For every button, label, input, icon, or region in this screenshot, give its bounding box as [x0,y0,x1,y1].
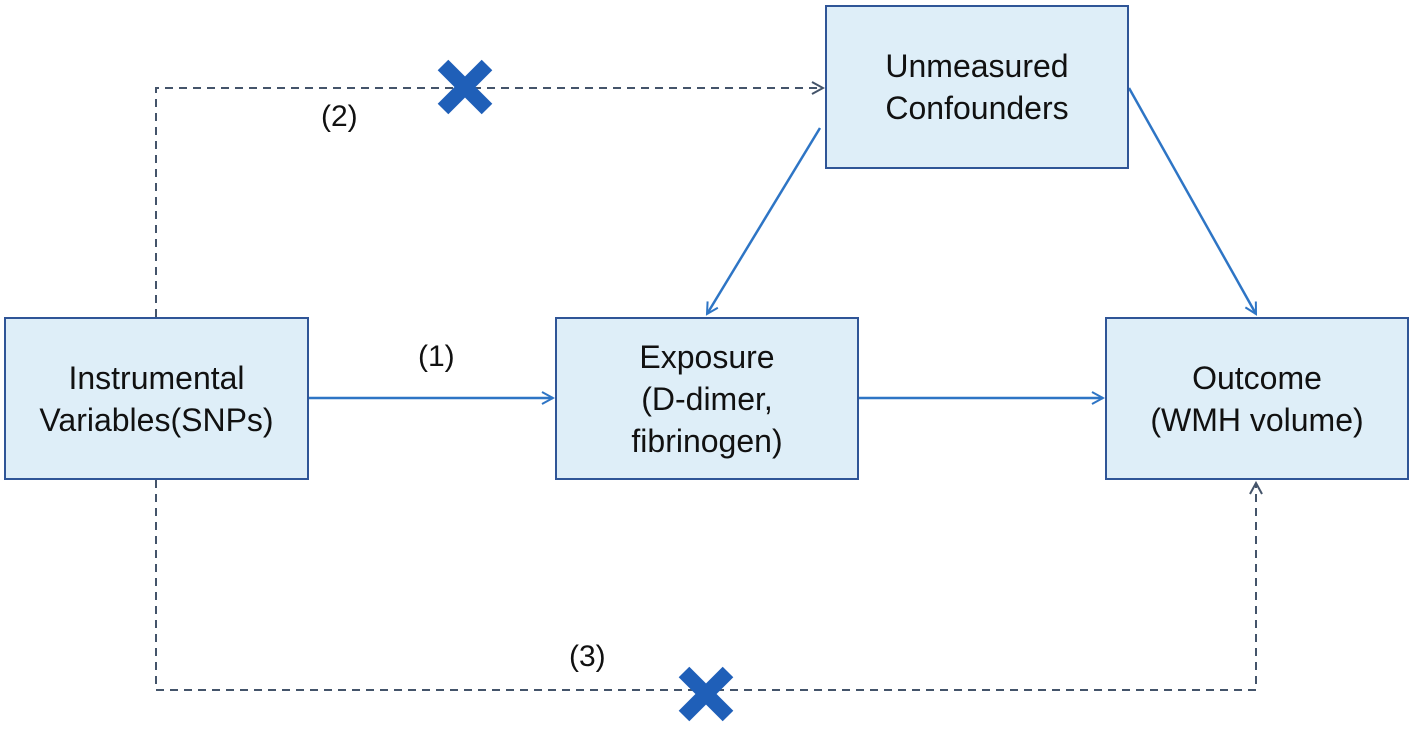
node-label: Confounders [885,90,1069,126]
path-label-1: (1) [418,340,455,373]
cross-icon [437,59,493,115]
dashed-path-iv-to-confounders [155,88,823,317]
node-label: Variables(SNPs) [39,401,274,438]
node-exposure: Exposure (D-dimer, fibrinogen) [555,317,859,480]
node-instrumental-variables: Instrumental Variables(SNPs) [4,317,309,480]
node-label: Instrumental [68,359,245,396]
dashed-path-iv-to-outcome [155,480,1256,691]
node-outcome: Outcome (WMH volume) [1105,317,1409,480]
node-label: (D-dimer, [641,380,773,417]
node-label: Outcome [1192,359,1322,396]
node-label: Exposure [639,338,775,375]
cross-icon [678,666,734,722]
node-unmeasured-confounders: Unmeasured Confounders [825,5,1129,169]
arrow-confounders-to-outcome [1127,87,1258,314]
path-label-2: (2) [321,100,358,133]
path-label-3: (3) [569,640,606,673]
arrow-confounders-to-exposure [707,127,822,314]
node-label: fibrinogen) [631,422,783,459]
node-label: (WMH volume) [1150,401,1364,438]
node-label: Unmeasured [885,48,1069,84]
